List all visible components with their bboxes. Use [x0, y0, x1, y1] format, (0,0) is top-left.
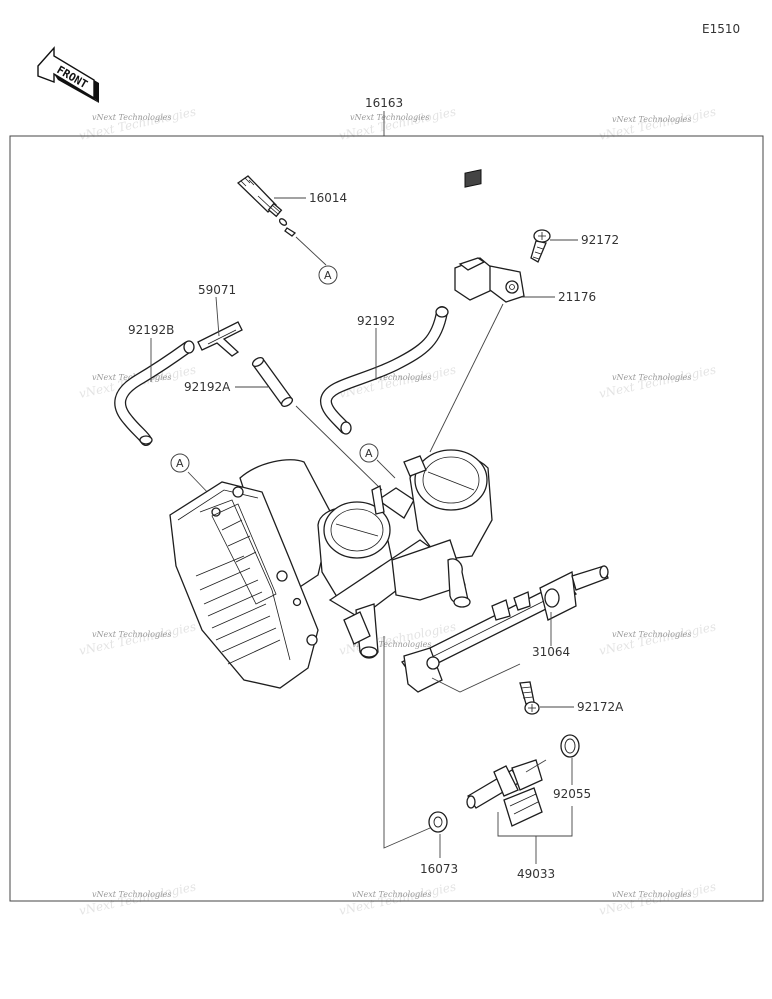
part-31064-fuel-rail[interactable]	[401, 565, 609, 693]
part-92192b-hose[interactable]	[114, 340, 195, 446]
throttle-body-assembly[interactable]	[169, 449, 493, 689]
svg-text:A: A	[176, 457, 184, 470]
svg-text:vNext Technologies: vNext Technologies	[612, 890, 691, 899]
watermark: vNext Technologies vNext Technologies	[598, 619, 718, 657]
svg-text:vNext Technologies: vNext Technologies	[612, 630, 691, 639]
leader-line	[295, 405, 383, 491]
part-label-92172a[interactable]: 92172A	[577, 700, 624, 714]
svg-text:vNext Technologies: vNext Technologies	[78, 104, 198, 142]
part-label-92055[interactable]: 92055	[553, 787, 591, 801]
part-59071-t-joint[interactable]	[197, 321, 243, 357]
leader-line	[429, 303, 504, 453]
front-arrow-icon: FRONT	[37, 46, 99, 103]
part-92172-screw[interactable]	[530, 229, 551, 263]
watermark: vNext Technologies vNext Technologies	[78, 104, 198, 142]
part-label-92192a[interactable]: 92192A	[184, 380, 231, 394]
part-label-16073[interactable]: 16073	[420, 862, 458, 876]
svg-text:vNext Technologies: vNext Technologies	[612, 373, 691, 382]
svg-text:vNext Technologies: vNext Technologies	[92, 630, 171, 639]
diagram-code: E1510	[702, 22, 740, 36]
leader-line	[431, 663, 521, 693]
part-label-31064[interactable]: 31064	[532, 645, 570, 659]
ref-marker-a: A	[359, 443, 379, 463]
part-92192a-hose[interactable]	[251, 356, 294, 408]
watermark: vNext Technologies vNext Technologies	[598, 362, 718, 400]
leader-line	[295, 236, 327, 266]
part-label-16014[interactable]: 16014	[309, 191, 347, 205]
leader-line	[376, 459, 396, 479]
svg-text:vNext Technologies: vNext Technologies	[352, 640, 431, 649]
leader-line	[215, 296, 220, 337]
watermark: vNext Technologies vNext Technologies	[78, 619, 198, 657]
assembly-frame	[9, 135, 764, 902]
svg-text:A: A	[365, 447, 373, 460]
part-label-59071[interactable]: 59071	[198, 283, 236, 297]
svg-text:vNext Technologies: vNext Technologies	[350, 113, 429, 122]
part-label-21176[interactable]: 21176	[558, 290, 596, 304]
svg-text:vNext Technologies: vNext Technologies	[338, 104, 458, 142]
part-49033-injector[interactable]	[466, 759, 543, 827]
part-label-49033[interactable]: 49033	[517, 867, 555, 881]
leader-line	[383, 636, 431, 849]
svg-text:vNext Technologies: vNext Technologies	[612, 115, 691, 124]
svg-text:vNext Technologies: vNext Technologies	[92, 113, 171, 122]
part-16073-washer[interactable]	[428, 811, 448, 833]
svg-text:vNext Technologies: vNext Technologies	[92, 890, 171, 899]
watermark: vNext Technologies vNext Technologies	[338, 879, 458, 917]
part-21176-sensor[interactable]	[454, 169, 525, 303]
watermark: vNext Technologies vNext Technologies	[598, 104, 718, 142]
part-92055-o-ring[interactable]	[560, 734, 580, 758]
ref-marker-a: A	[170, 453, 190, 473]
watermark: vNext Technologies vNext Technologies	[78, 879, 198, 917]
watermark: vNext Technologies vNext Technologies	[338, 104, 458, 142]
part-label-92192b[interactable]: 92192B	[128, 323, 174, 337]
part-92172a-screw[interactable]	[519, 681, 540, 715]
svg-text:A: A	[324, 269, 332, 282]
part-92192-hose[interactable]	[320, 306, 449, 435]
leader-line	[497, 806, 573, 837]
svg-text:vNext Technologies: vNext Technologies	[352, 890, 431, 899]
part-label-92172[interactable]: 92172	[581, 233, 619, 247]
watermark: vNext Technologies vNext Technologies	[598, 879, 718, 917]
part-label-92192[interactable]: 92192	[357, 314, 395, 328]
svg-text:vNext Technologies: vNext Technologies	[352, 373, 431, 382]
ref-marker-a: A	[318, 265, 338, 285]
part-label-16163[interactable]: 16163	[365, 96, 403, 110]
part-16014-screw-kit[interactable]	[236, 175, 297, 237]
leader-line	[525, 759, 547, 773]
